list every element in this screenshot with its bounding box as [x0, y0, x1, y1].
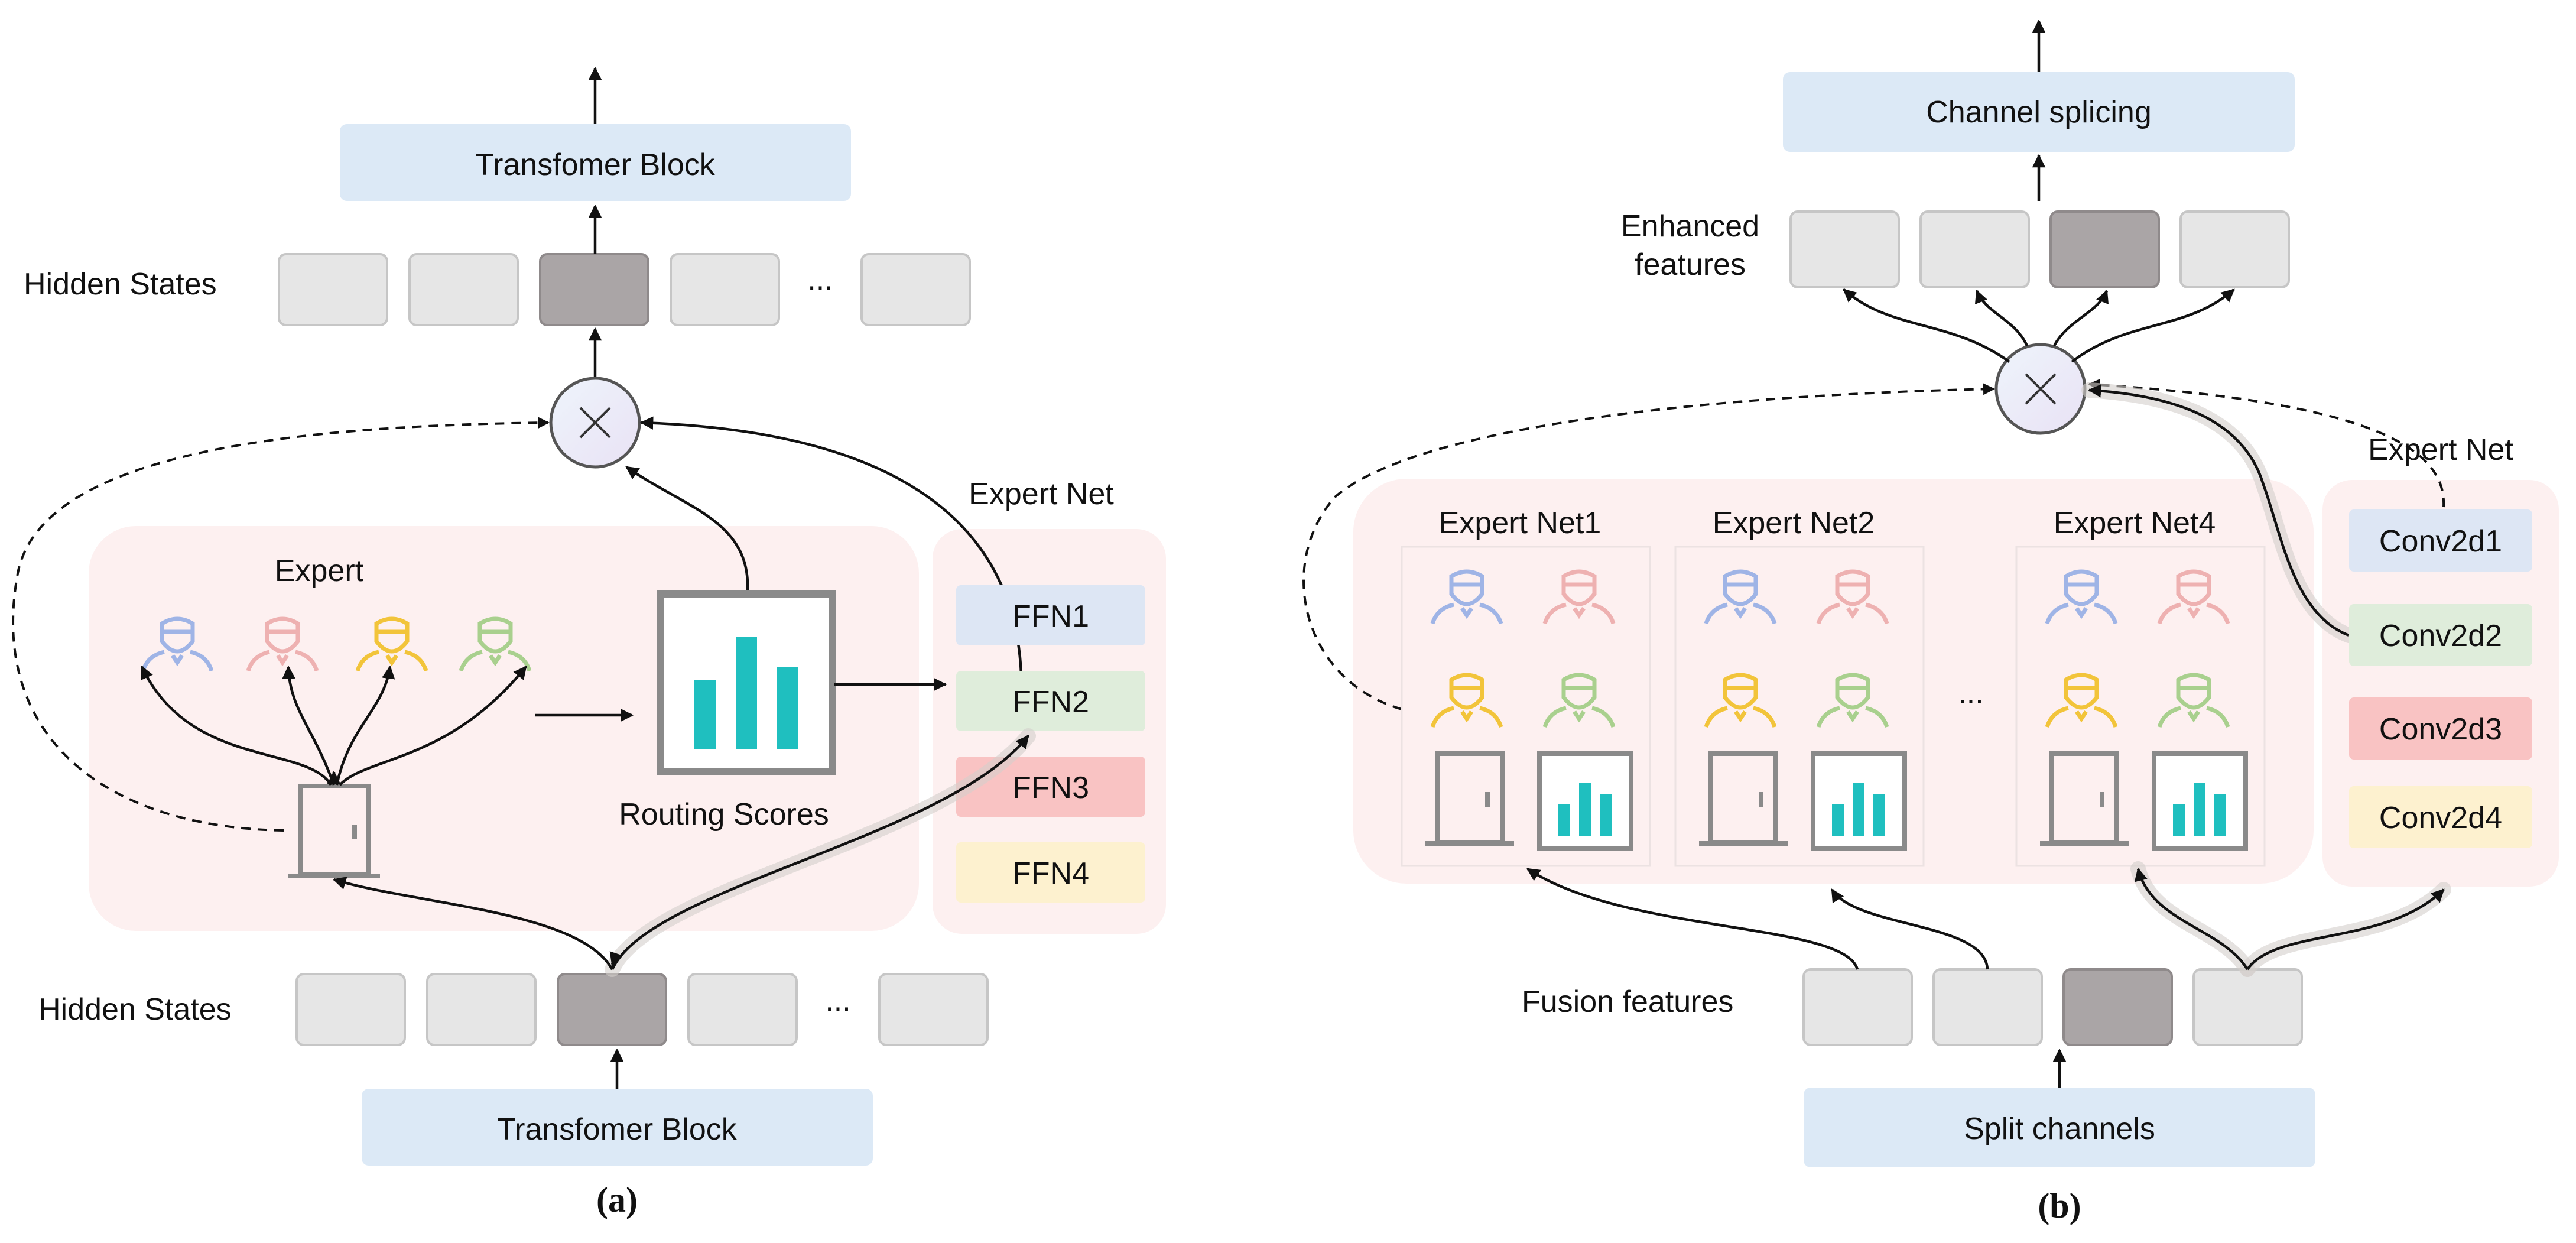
fusion-feature-selected: [2062, 968, 2173, 1046]
expert-person-icon: [2045, 673, 2118, 728]
expert-net4-title: Expert Net4: [2054, 506, 2216, 540]
ffn4-label: FFN4: [1012, 856, 1089, 891]
expert-person-icon: [459, 616, 532, 672]
hidden-state: [295, 973, 406, 1046]
expert-person-icon: [1542, 673, 1616, 728]
hidden-state: [878, 973, 989, 1046]
fusion-features-label: Fusion features: [1522, 985, 1733, 1019]
router-door-icon: [1425, 751, 1514, 846]
expert-person-icon: [1704, 569, 1777, 625]
expert-person-icon: [1430, 673, 1503, 728]
bar-chart-icon: [2152, 751, 2248, 851]
bottom-transformer-block: [362, 1089, 873, 1166]
expert-person-icon: [2045, 569, 2118, 625]
expert-label: Expert: [275, 554, 364, 588]
enhanced-features-label-2: features: [1635, 248, 1746, 282]
bar-chart-icon: [1811, 751, 1907, 851]
expert-nets-ellipsis: ...: [1958, 676, 1983, 710]
expert-net1-title: Expert Net1: [1439, 506, 1602, 540]
expert-net2-title: Expert Net2: [1713, 506, 1875, 540]
expert-person-icon: [246, 616, 319, 672]
hidden-state: [687, 973, 798, 1046]
conv2d2-label: Conv2d2: [2379, 619, 2502, 653]
split-channels-label: Split channels: [1964, 1112, 2155, 1146]
enhanced-feature: [1789, 210, 1900, 288]
expert-net-title: Expert Net: [969, 477, 1114, 511]
enhanced-feature: [1919, 210, 2030, 288]
panel-a: Transfomer Block Hidden States ... Exper…: [12, 66, 1166, 1219]
router-door-icon: [1699, 751, 1788, 846]
bar-chart-icon: [657, 590, 836, 775]
hidden-state: [278, 253, 388, 326]
hidden-states-ellipsis: ...: [807, 262, 833, 297]
enhanced-features-label: Enhanced: [1621, 209, 1759, 244]
expert-net-2: [1674, 546, 1925, 867]
channel-splicing-block: [1783, 72, 2295, 152]
caption-b: (b): [2038, 1186, 2081, 1225]
expert-person-icon: [1430, 569, 1503, 625]
hidden-state: [408, 253, 519, 326]
top-transformer-label: Transfomer Block: [475, 148, 716, 182]
hidden-state: [426, 973, 537, 1046]
routing-scores-label: Routing Scores: [619, 797, 829, 832]
conv2d1-label: Conv2d1: [2379, 524, 2502, 559]
hidden-state: [670, 253, 780, 326]
ffn3: [956, 757, 1145, 817]
bottom-transformer-label: Transfomer Block: [497, 1112, 738, 1147]
ffn4: [956, 842, 1145, 903]
conv2d4: [2349, 786, 2532, 848]
hidden-state-selected: [557, 973, 667, 1046]
split-channels-block: [1804, 1088, 2315, 1167]
hidden-states-top-label: Hidden States: [24, 267, 217, 301]
hidden-state-selected: [539, 253, 649, 326]
router-door-icon: [288, 784, 380, 878]
expert-net-1: [1401, 546, 1651, 867]
enhanced-feature-selected: [2049, 210, 2160, 288]
conv2d4-label: Conv2d4: [2379, 801, 2502, 835]
caption-a: (a): [596, 1180, 638, 1219]
fusion-feature: [1802, 968, 1913, 1046]
fusion-feature: [2192, 968, 2303, 1046]
enhanced-feature: [2179, 210, 2290, 288]
fusion-feature: [1932, 968, 2043, 1046]
expert-person-icon: [1816, 569, 1889, 625]
ffn1: [956, 585, 1145, 645]
ffn2-label: FFN2: [1012, 685, 1089, 719]
expert-person-icon: [355, 616, 428, 672]
expert-person-icon: [1704, 673, 1777, 728]
ffn3-label: FFN3: [1012, 771, 1089, 805]
expert-net-title-b: Expert Net: [2368, 433, 2513, 467]
top-transformer-block: [340, 124, 851, 201]
hidden-states-ellipsis: ...: [825, 984, 850, 1018]
ffn1-label: FFN1: [1012, 599, 1089, 634]
conv2d3: [2349, 697, 2532, 760]
hidden-states-bottom-label: Hidden States: [38, 992, 232, 1027]
conv2d1: [2349, 509, 2532, 572]
channel-splicing-label: Channel splicing: [1926, 95, 2152, 129]
expert-person-icon: [2157, 569, 2230, 625]
expert-person-icon: [1542, 569, 1616, 625]
expert-person-icon: [2157, 673, 2230, 728]
expert-person-icon: [1816, 673, 1889, 728]
hidden-state: [860, 253, 971, 326]
conv2d3-label: Conv2d3: [2379, 712, 2502, 747]
ffn2: [956, 671, 1145, 731]
conv2d2: [2349, 604, 2532, 666]
conv-panel: [2322, 480, 2559, 887]
router-door-icon: [2040, 751, 2129, 846]
panel-b: Channel splicing Enhanced features Exper…: [1302, 19, 2559, 1225]
bar-chart-icon: [1537, 751, 1633, 851]
